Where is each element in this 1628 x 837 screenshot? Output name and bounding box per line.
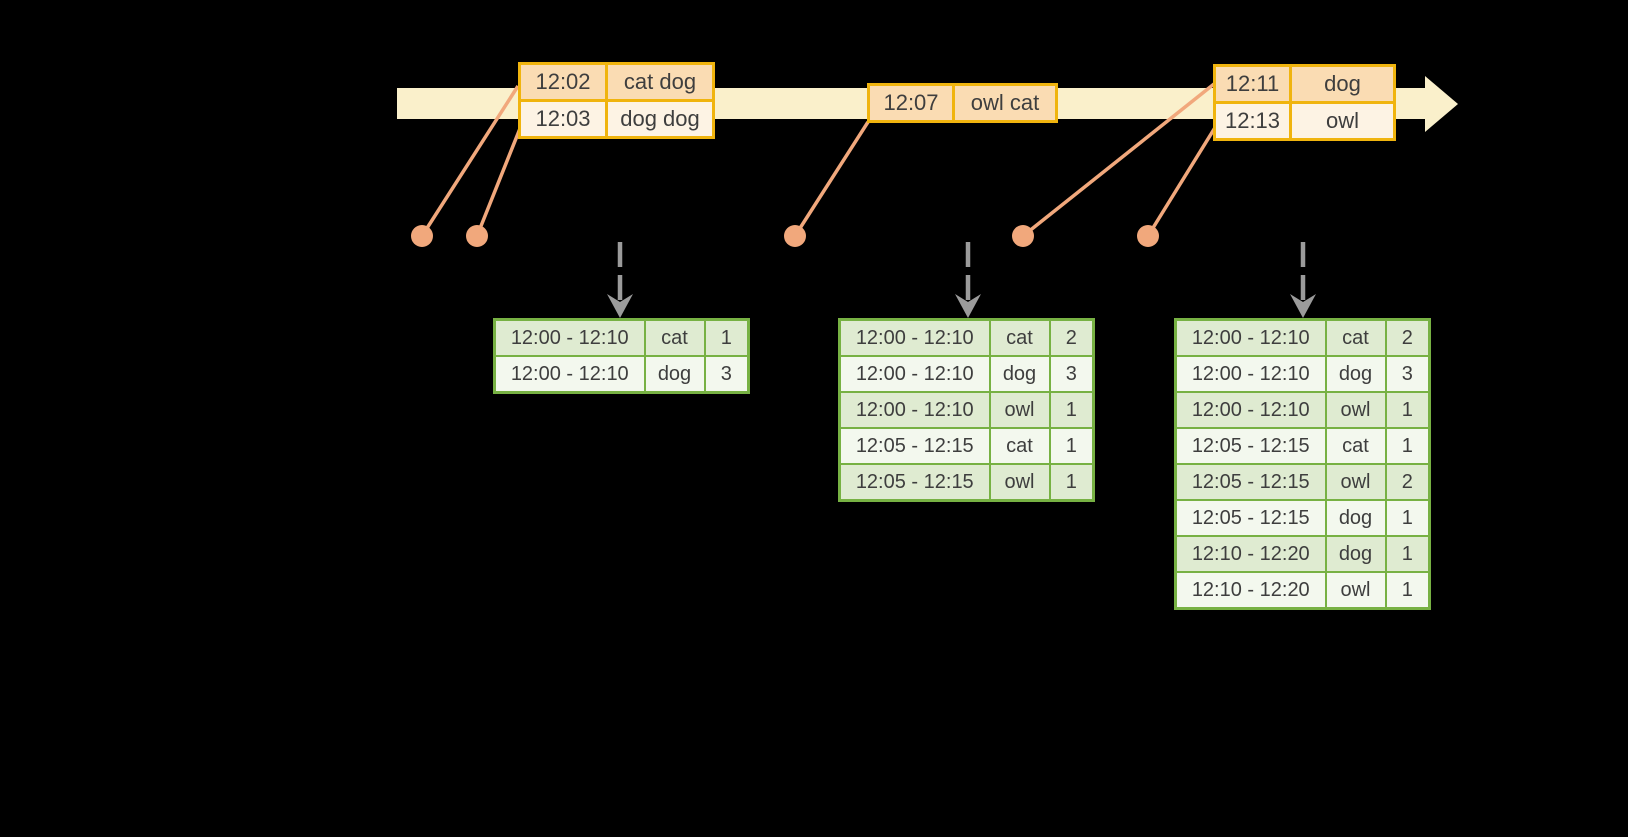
count-cell: 1 bbox=[1384, 391, 1431, 429]
count-cell: 1 bbox=[1048, 463, 1095, 502]
window-cell: 12:00 - 12:10 bbox=[1174, 318, 1327, 357]
count-cell: 1 bbox=[703, 318, 750, 357]
window-cell: 12:00 - 12:10 bbox=[1174, 391, 1327, 429]
timeline-arrowhead-icon bbox=[1425, 76, 1458, 132]
event-time-cell: 12:07 bbox=[867, 83, 955, 123]
event-connector-line bbox=[1021, 82, 1216, 238]
word-cell: cat bbox=[1324, 318, 1387, 357]
event-words-cell: dog dog bbox=[605, 99, 715, 139]
event-time-cell: 12:02 bbox=[518, 62, 608, 102]
event-words-cell: dog bbox=[1289, 64, 1396, 104]
count-cell: 2 bbox=[1384, 318, 1431, 357]
event-connector-line bbox=[475, 120, 525, 237]
count-cell: 1 bbox=[1384, 571, 1431, 610]
word-cell: owl bbox=[1324, 571, 1387, 610]
count-cell: 3 bbox=[1048, 355, 1095, 393]
count-cell: 1 bbox=[1384, 499, 1431, 537]
window-cell: 12:10 - 12:20 bbox=[1174, 535, 1327, 573]
window-cell: 12:05 - 12:15 bbox=[838, 463, 991, 502]
word-cell: dog bbox=[1324, 499, 1387, 537]
word-cell: cat bbox=[643, 318, 706, 357]
word-cell: dog bbox=[1324, 355, 1387, 393]
window-cell: 12:05 - 12:15 bbox=[838, 427, 991, 465]
count-cell: 2 bbox=[1384, 463, 1431, 501]
event-time-cell: 12:13 bbox=[1213, 101, 1292, 141]
word-cell: cat bbox=[988, 318, 1051, 357]
window-cell: 12:00 - 12:10 bbox=[493, 318, 646, 357]
event-time-dot bbox=[466, 225, 488, 247]
count-cell: 3 bbox=[703, 355, 750, 394]
window-cell: 12:05 - 12:15 bbox=[1174, 499, 1327, 537]
event-connector-line bbox=[793, 121, 870, 237]
count-cell: 1 bbox=[1384, 535, 1431, 573]
window-cell: 12:05 - 12:15 bbox=[1174, 463, 1327, 501]
window-cell: 12:00 - 12:10 bbox=[838, 318, 991, 357]
word-cell: dog bbox=[643, 355, 706, 394]
window-cell: 12:00 - 12:10 bbox=[493, 355, 646, 394]
trigger-arrow-icon bbox=[1290, 242, 1316, 318]
count-cell: 1 bbox=[1384, 427, 1431, 465]
word-cell: owl bbox=[1324, 463, 1387, 501]
word-cell: dog bbox=[988, 355, 1051, 393]
event-words-cell: owl cat bbox=[952, 83, 1058, 123]
event-words-cell: owl bbox=[1289, 101, 1396, 141]
count-cell: 3 bbox=[1384, 355, 1431, 393]
window-cell: 12:10 - 12:20 bbox=[1174, 571, 1327, 610]
word-cell: owl bbox=[988, 463, 1051, 502]
word-cell: cat bbox=[1324, 427, 1387, 465]
count-cell: 2 bbox=[1048, 318, 1095, 357]
word-cell: dog bbox=[1324, 535, 1387, 573]
event-connector-line bbox=[1146, 125, 1218, 237]
word-cell: cat bbox=[988, 427, 1051, 465]
event-time-dot bbox=[1137, 225, 1159, 247]
window-cell: 12:00 - 12:10 bbox=[1174, 355, 1327, 393]
event-time-cell: 12:11 bbox=[1213, 64, 1292, 104]
window-cell: 12:00 - 12:10 bbox=[838, 355, 991, 393]
event-time-dot bbox=[784, 225, 806, 247]
event-time-cell: 12:03 bbox=[518, 99, 608, 139]
word-cell: owl bbox=[1324, 391, 1387, 429]
event-time-dot bbox=[411, 225, 433, 247]
event-words-cell: cat dog bbox=[605, 62, 715, 102]
window-cell: 12:00 - 12:10 bbox=[838, 391, 991, 429]
event-time-dot bbox=[1012, 225, 1034, 247]
count-cell: 1 bbox=[1048, 391, 1095, 429]
trigger-arrow-icon bbox=[607, 242, 633, 318]
count-cell: 1 bbox=[1048, 427, 1095, 465]
trigger-arrow-icon bbox=[955, 242, 981, 318]
event-connector-line bbox=[420, 85, 520, 237]
window-cell: 12:05 - 12:15 bbox=[1174, 427, 1327, 465]
word-cell: owl bbox=[988, 391, 1051, 429]
